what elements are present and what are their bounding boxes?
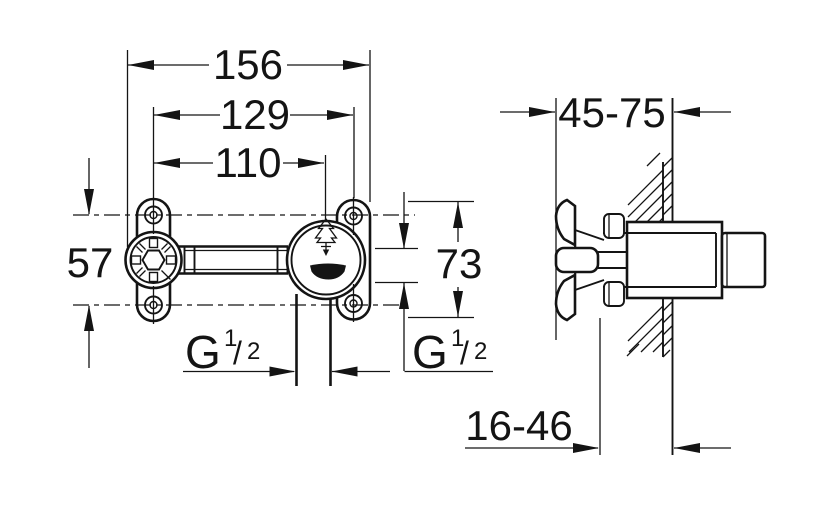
- thread-label-side-port: G 1 / 2: [412, 325, 487, 378]
- extension-lines: [126, 50, 601, 455]
- slot-w: [130, 255, 142, 265]
- dim-bolt-hole-width: 129: [220, 91, 290, 138]
- flange-hub: [554, 246, 600, 274]
- slot-n: [148, 237, 159, 249]
- slot-s: [148, 271, 159, 283]
- flange-wing-bottom: [554, 272, 577, 322]
- side-view: [554, 98, 767, 455]
- dim-install-depth-range: 45-75: [558, 89, 665, 136]
- mount-tab-top: [603, 213, 625, 239]
- dim-overall-width: 156: [213, 41, 283, 88]
- valve-body-inner: [290, 224, 362, 296]
- slot-e: [165, 255, 177, 265]
- dim-front-depth-range: 16-46: [465, 402, 572, 449]
- hex-socket: [141, 249, 166, 271]
- wall-hatch: [626, 152, 673, 358]
- basin-mark: [310, 263, 346, 280]
- dim-plate-height: 73: [436, 240, 483, 287]
- bar-clamp-rings: [183, 246, 289, 274]
- slot-diagonals: [136, 243, 171, 280]
- dim-port-centers: 110: [215, 139, 282, 186]
- thread-label-outlet: G 1 / 2: [185, 325, 260, 378]
- union-slots: [130, 237, 177, 283]
- bar-inner-lines: [184, 249, 288, 271]
- outlet-stub: [295, 294, 332, 386]
- side-fixture: [554, 198, 767, 322]
- flange-wing-top: [554, 198, 577, 248]
- left-union-inner: [129, 236, 178, 284]
- dim-bolt-hole-height: 57: [67, 239, 114, 286]
- mount-tab-bottom: [603, 281, 625, 307]
- flow-direction-icon: [310, 217, 346, 280]
- body-housing-side: [625, 220, 724, 300]
- flange-cone-lines: [574, 229, 627, 291]
- dimension-linework: [84, 50, 731, 455]
- right-valve-body: [285, 198, 372, 321]
- front-view: [124, 197, 372, 386]
- centerlines: [73, 214, 415, 306]
- bar-outer-lines: [172, 245, 288, 275]
- tree-arrowhead: [322, 249, 330, 256]
- connecting-bar: [172, 245, 289, 275]
- front-connector-block: [720, 231, 767, 289]
- dimension-labels: 156 129 110 57 73 45-75 16-46 G 1 / 2 G …: [67, 41, 666, 449]
